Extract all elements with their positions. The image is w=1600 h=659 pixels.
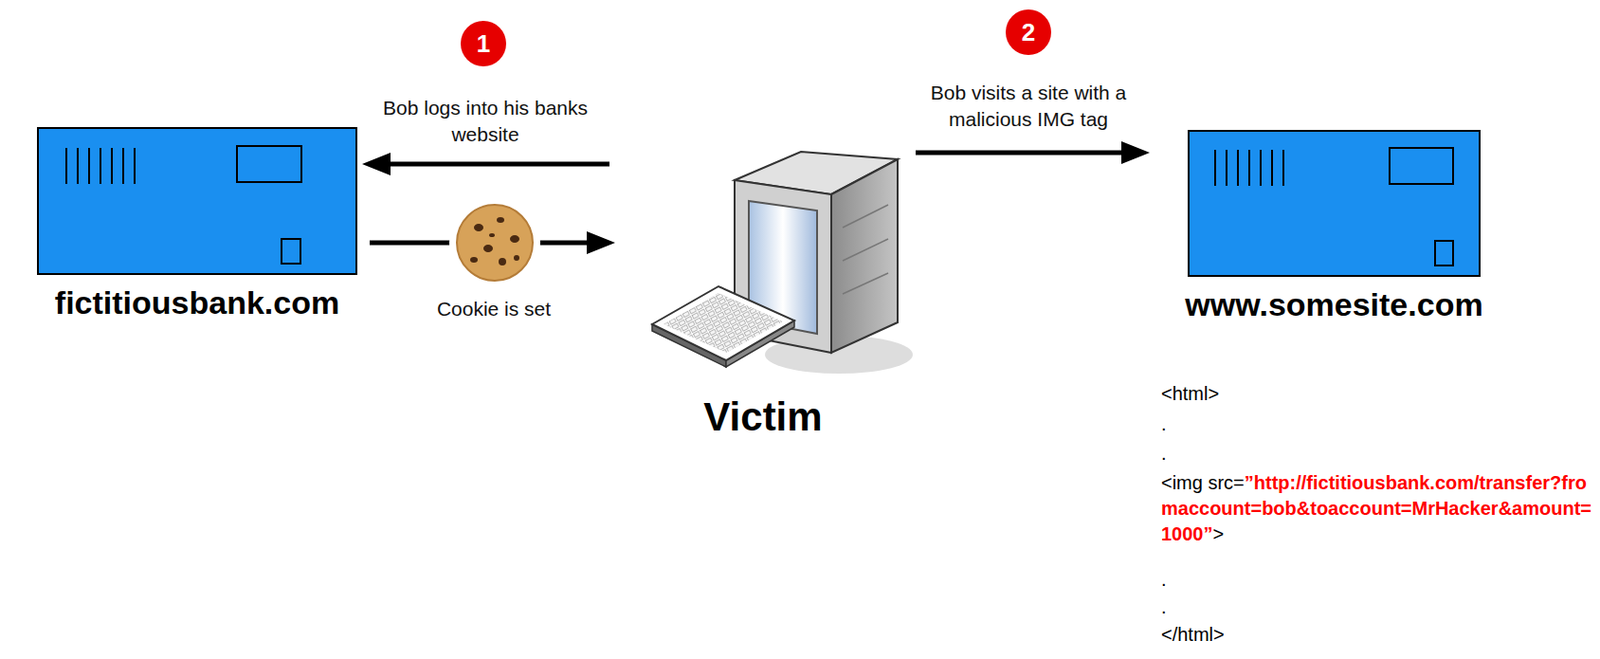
arrow-head: [1121, 141, 1150, 164]
server-vents: [1215, 149, 1284, 186]
server-node: www.somesite.com: [1188, 130, 1480, 276]
monitor-side-lines: [842, 204, 889, 294]
arrow-shaft: [915, 150, 1124, 156]
code-text: >: [1213, 523, 1225, 545]
code-line: </html>: [1161, 621, 1225, 648]
code-line: <html>: [1161, 381, 1219, 407]
code-line: .: [1161, 440, 1167, 467]
arrow-head: [586, 231, 616, 255]
server-node: fictitiousbank.com: [37, 127, 357, 274]
arrow-connector: [915, 141, 1150, 164]
callout-number: 1: [460, 20, 507, 67]
callout-number: 2: [1005, 9, 1052, 55]
server-vents: [66, 147, 135, 184]
edge-label: Cookie is set: [399, 295, 589, 323]
node-label: www.somesite.com: [1184, 285, 1483, 324]
edge-label: Bob visits a site with a malicious IMG t…: [905, 79, 1152, 133]
code-line: <img src=”http://fictitiousbank.com/tran…: [1161, 470, 1593, 547]
node-label: Victim: [703, 394, 822, 440]
arrow-shaft: [388, 162, 610, 167]
server-drive: [236, 145, 302, 182]
arrow-connector: [362, 152, 610, 176]
server-button: [1435, 240, 1454, 266]
node-label: fictitiousbank.com: [54, 283, 340, 322]
code-text: <img src=: [1161, 472, 1245, 493]
monitor-side: [831, 159, 898, 353]
edge-label: Bob logs into his banks website: [357, 94, 614, 148]
server-drive: [1389, 147, 1454, 184]
cookie: [456, 204, 533, 281]
code-line: .: [1161, 411, 1167, 437]
arrow-head: [362, 152, 391, 176]
code-line: .: [1161, 594, 1167, 620]
server-body: [37, 127, 357, 274]
keyboard-keys: [663, 292, 783, 353]
cookie-ground: [449, 197, 541, 289]
server-button: [281, 238, 301, 264]
keyboard: [652, 286, 795, 361]
computer-node: Victim: [616, 135, 910, 380]
server-body: [1188, 130, 1480, 276]
code-line: .: [1161, 566, 1167, 593]
cookie-chips: [470, 217, 520, 266]
